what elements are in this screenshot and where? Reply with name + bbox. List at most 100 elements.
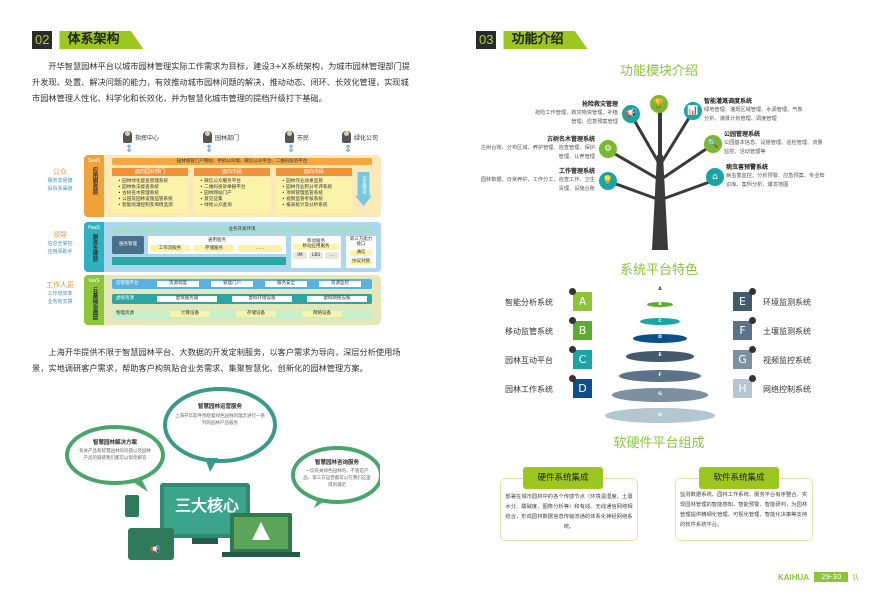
feature-label: 智能分析系统 (505, 298, 553, 307)
column-list: • 园林绿化督查管理系统• 园林执法督查系统• 古树名木管理系统• 公园及园林设… (112, 177, 188, 213)
double-arrow-icon: ⇕ (344, 144, 353, 155)
module-text: 古树名木管理系统古树台账、分布区域、养护管理、巡查管理、保护管理、认养管理 (480, 135, 595, 162)
magnifier-icon: 🔍 (704, 135, 722, 153)
module-desc: 病虫害监控、分析预警、应急预案、专业知识库、案例分析、爆发地图 (726, 173, 825, 188)
list-item: • 二维码投诉举报平台 (200, 185, 246, 190)
megaphone-icon: 📢 (150, 544, 160, 554)
pyramid-layer: H (605, 408, 715, 424)
badge-letter: H (738, 382, 747, 395)
row-label: 物理资源 (116, 311, 134, 316)
module-title: 智能灌溉调度系统 (704, 98, 753, 105)
double-arrow-icon: ⇕ (125, 144, 134, 155)
row-item: 虚拟存储设备 (232, 296, 292, 302)
core-illustration: 📢 三大核心 智慧园林运营服务 上海开华软件围绕着绿色园林的理念进行一系列的园林… (60, 380, 383, 560)
badge-letter: G (738, 353, 747, 366)
module-text: 抢险救灾管理抢险工作管理、救灾物资管理、补植管理、应急预案管理 (530, 100, 618, 127)
badge-letter: B (578, 324, 587, 337)
badge-dot (749, 288, 756, 295)
slash-decoration: \\ (852, 572, 859, 582)
feature-label: 环境监测系统 (763, 298, 811, 307)
iaas-audience: 工作人员 工作增效率 业务有支撑 (46, 281, 74, 305)
mobile-app: 移动应用服务 (293, 244, 339, 250)
list-item: • 园林执法督查系统 (118, 185, 159, 190)
section-title: 体系架构 (59, 31, 144, 49)
hardware-title: 硬件系统集成 (523, 467, 603, 489)
section-number: 02 (32, 31, 53, 49)
feature-badge: G (733, 346, 756, 369)
lightbulb-icon: 💡 (599, 172, 617, 190)
module-title: 病虫害预警系统 (726, 164, 769, 171)
badge-dot (569, 346, 576, 353)
person-icon (203, 131, 212, 143)
column-header: 面向市民 (194, 168, 270, 176)
pyramid-layer: D (633, 334, 687, 343)
mobile-item: ... (325, 252, 339, 259)
features-title: 系统平台特色 (619, 263, 698, 278)
feature-label: 视频监控系统 (763, 356, 811, 365)
module-desc: 绿地管理、灌溉区域管理、水源管理、气象分析、灌溉计划管理、调度管理 (704, 107, 803, 122)
role-3: 绿化公司 (342, 131, 378, 143)
software-card (675, 478, 813, 541)
badge-letter: C (578, 353, 587, 366)
iaas-row: 虚拟资源虚拟服务器虚拟存储设备虚拟网络设备 (112, 294, 372, 304)
module-title: 公园管理系统 (724, 131, 761, 138)
feature-label: 园林互动平台 (505, 356, 553, 365)
megaphone-icon: 📢 (622, 105, 640, 123)
audience-sub: 服务享便捷 (47, 178, 73, 184)
list-item: • 园林绿化督查管理系统 (118, 179, 169, 184)
mobile-item: IM (293, 252, 307, 259)
role-label: 市民 (297, 134, 310, 142)
badge-dot (569, 375, 576, 382)
list-item: • 意见征集 (200, 197, 223, 202)
chart-icon: 📊 (684, 102, 702, 120)
row-item: 虚拟网络设备 (307, 296, 367, 302)
module-title: 工作管理系统 (558, 168, 595, 175)
badge-dot (569, 288, 576, 295)
section-header-02: 02 体系架构 (32, 31, 144, 49)
monitor-stand (192, 538, 218, 544)
pyramid-layer: C (640, 317, 680, 325)
row-item: 资源监控 (319, 281, 361, 287)
row-item: 管理门户 (211, 281, 253, 287)
third-party: 第三方能力接口 通信 协议对接 (346, 236, 376, 268)
module-text: 工作管理系统园林数据、日常养护、工作分工、巡查工作、卫生清理、设施台账 (480, 167, 595, 194)
cloud-tail (130, 480, 148, 492)
module-title: 抢险救灾管理 (581, 101, 618, 108)
row-item: 服务安全 (265, 281, 307, 287)
common-label: 通用服务 (208, 238, 226, 243)
trophy-icon: 🏆 (650, 95, 668, 113)
iaas-row: 物理资源计算设备存储设备网络设备 (112, 309, 372, 319)
feature-label: 移动监管系统 (505, 327, 553, 336)
pyramid-layer: E (626, 351, 694, 362)
row-label: 虚拟资源 (116, 296, 134, 301)
feature-label: 土壤监测系统 (763, 327, 811, 336)
feature-label: 园林工作系统 (505, 385, 553, 394)
cloud-text: 有关产品和智慧园林的问题以及园林产品的疑惑我们都可以帮您解答 (79, 449, 151, 461)
feature-badge: E (733, 288, 756, 311)
common-services: 通用服务 工作流服务 存储服务 …… (148, 236, 286, 254)
cloud-tail (205, 458, 218, 472)
paas-audience: 领导 信息全掌控 应用添助手 (47, 231, 73, 255)
service-paragraph: 上海开华提供不限于智慧园林平台、大数据的开发定制服务，以客户需求为导向，深层分析… (32, 347, 401, 373)
feature-badge: D (569, 375, 592, 398)
phone (125, 495, 139, 517)
feature-badge: A (569, 288, 592, 311)
role-label: 园林部门 (215, 134, 240, 142)
cloud-tail (314, 499, 328, 508)
feature-label: 网络控制系统 (763, 385, 811, 394)
integration-arrow: 信息整合 (355, 172, 372, 206)
modules-title: 功能模块介绍 (619, 64, 698, 79)
list-item: • 视频监管考核系统 (282, 197, 323, 202)
core-graphic: 📢 (65, 387, 383, 560)
composition-title: 软硬件平台组成 (613, 436, 705, 451)
iaas-row: 云管理平台资源调度管理门户服务安全资源监控 (112, 279, 372, 289)
tablet (128, 528, 174, 560)
list-item: • 园林作业效果监管 (282, 179, 323, 184)
role-2: 市民 (285, 131, 309, 143)
